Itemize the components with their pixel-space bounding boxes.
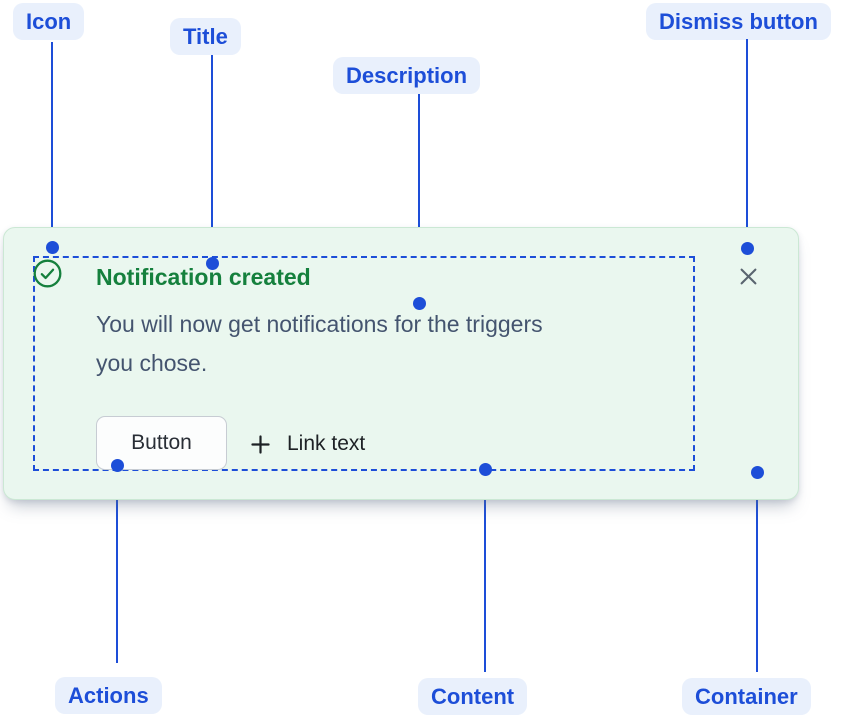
close-icon bbox=[737, 265, 760, 288]
annotation-label-actions: Actions bbox=[55, 677, 162, 714]
flag-description-line: You will now get notifications for the t… bbox=[96, 311, 543, 337]
annotation-label-content: Content bbox=[418, 678, 528, 715]
success-check-icon bbox=[33, 259, 62, 288]
plus-icon bbox=[249, 433, 272, 456]
dismiss-button[interactable] bbox=[735, 263, 761, 289]
flag-title: Notification created bbox=[96, 264, 311, 290]
connector-dot-dismiss-button bbox=[740, 241, 754, 255]
annotation-label-icon: Icon bbox=[13, 3, 85, 40]
connector-dot-description bbox=[412, 296, 426, 310]
content-outline bbox=[33, 256, 695, 471]
flag-action-button[interactable]: Button bbox=[96, 416, 227, 470]
flag-link-action[interactable]: Link text bbox=[249, 430, 365, 458]
connector-line-container bbox=[755, 473, 759, 672]
connector-dot-actions bbox=[110, 458, 124, 472]
connector-line-content bbox=[483, 470, 487, 672]
flag-description: You will now get notifications for the t… bbox=[96, 305, 696, 383]
connector-line-description bbox=[417, 94, 421, 298]
connector-line-icon bbox=[50, 42, 54, 243]
connector-dot-icon bbox=[45, 240, 59, 254]
connector-dot-container bbox=[750, 465, 764, 479]
annotation-label-title: Title bbox=[170, 18, 241, 55]
connector-line-title bbox=[210, 55, 214, 258]
annotation-label-description: Description bbox=[333, 57, 481, 94]
annotation-label-container: Container bbox=[682, 678, 811, 715]
connector-line-actions bbox=[115, 466, 119, 663]
annotation-label-dismiss-button: Dismiss button bbox=[646, 3, 831, 40]
connector-dot-title bbox=[205, 256, 219, 270]
flag-description-line: you chose. bbox=[96, 350, 208, 376]
connector-line-dismiss-button bbox=[745, 39, 749, 243]
flag-link-label: Link text bbox=[287, 432, 366, 455]
connector-dot-content bbox=[478, 462, 492, 476]
